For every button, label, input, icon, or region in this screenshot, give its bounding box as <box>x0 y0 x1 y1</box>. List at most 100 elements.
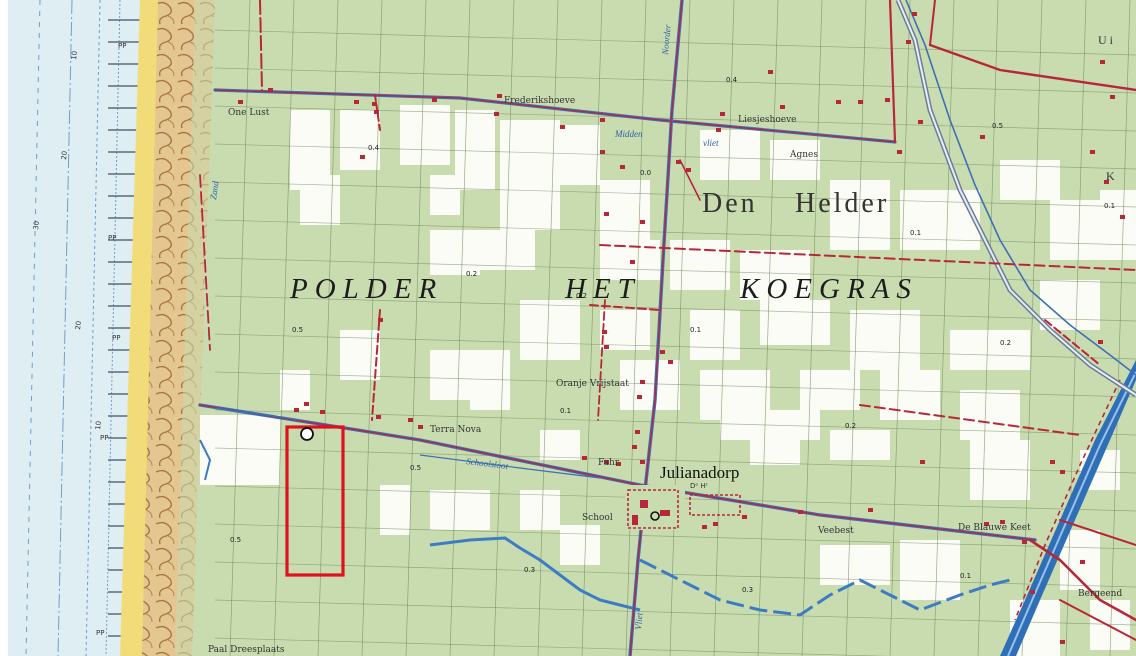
field-boundary <box>214 561 1136 588</box>
canals <box>199 439 1011 617</box>
building <box>1110 95 1115 99</box>
beach-post-label: PP <box>100 434 108 442</box>
elevation-label: 0.5 <box>292 326 303 334</box>
depth-contour <box>57 0 73 656</box>
polder-land <box>192 0 1136 656</box>
label-zand: Zand <box>208 180 221 200</box>
field-boundary <box>933 0 955 656</box>
field-white <box>760 300 830 345</box>
field-boundary <box>214 257 1136 284</box>
field-white <box>430 490 490 530</box>
sea-depth-label: 20 <box>74 320 83 330</box>
building <box>294 408 299 412</box>
field-boundary <box>214 295 1136 322</box>
field-white <box>900 190 980 250</box>
field-boundary <box>214 371 1136 398</box>
building <box>418 425 423 429</box>
field-boundary <box>713 0 735 656</box>
field-boundary <box>214 29 1136 56</box>
field-white <box>690 310 740 360</box>
field-boundary <box>214 599 1136 626</box>
depth-contour <box>85 0 101 656</box>
building <box>858 100 863 104</box>
field-boundary <box>214 143 1136 170</box>
building <box>918 120 923 124</box>
elevation-label: 0.5 <box>992 122 1003 130</box>
title-koegras: KOEGRAS <box>739 273 918 305</box>
building <box>702 525 707 529</box>
field-white <box>520 300 580 360</box>
building <box>912 12 917 16</box>
building <box>716 128 721 132</box>
buildings <box>238 12 1125 644</box>
building <box>582 456 587 460</box>
building <box>560 125 565 129</box>
field-boundary <box>214 105 1136 132</box>
label-julianadorp-sub: Dᵒ Hᵗ <box>690 482 708 490</box>
elevation-label: 0.1 <box>1104 202 1115 210</box>
field-boundary <box>669 0 691 656</box>
beach-post-label: PP <box>108 234 116 242</box>
building <box>868 508 873 512</box>
field-white <box>750 420 800 465</box>
map-labels: POLDER HET KOEGRAS Den Helder Julianador… <box>208 24 1122 655</box>
field-white <box>560 125 600 185</box>
field-white <box>200 415 280 485</box>
building <box>640 380 645 384</box>
highlighted-area[interactable] <box>285 425 345 577</box>
location-marker[interactable] <box>300 427 314 441</box>
road-dashed-2 <box>589 304 661 311</box>
elevation-label: 0.2 <box>845 422 856 430</box>
elevation-label: 0.1 <box>910 229 921 237</box>
elevation-label: 0.5 <box>410 464 421 472</box>
field-white <box>800 370 860 410</box>
label-noorder: Noorder <box>660 24 673 56</box>
building <box>376 415 381 419</box>
road-dashed-1 <box>599 244 1136 271</box>
label-edge-ui: Ui <box>1098 33 1116 47</box>
label-agnes: Agnes <box>789 150 818 160</box>
field-white <box>950 330 1030 370</box>
road-north-edge <box>214 89 896 143</box>
building <box>980 135 985 139</box>
field-white <box>600 310 650 350</box>
water-lines <box>214 407 601 479</box>
label-terra-nova: Terra Nova <box>430 425 482 435</box>
building <box>630 260 635 264</box>
road-noorder-vliet-edge <box>629 0 683 656</box>
building <box>640 460 645 464</box>
road-spur <box>679 159 701 201</box>
railway <box>895 0 1136 398</box>
building <box>713 522 718 526</box>
elevation-label: 0.1 <box>560 407 571 415</box>
elevation-label: 0.1 <box>960 572 971 580</box>
field-white <box>480 230 535 270</box>
field-boundary <box>214 637 892 656</box>
label-fahr: Fahr <box>598 458 620 468</box>
elevation-label: 0.2 <box>1000 339 1011 347</box>
building <box>354 100 359 104</box>
label-julianadorp: Julianadorp <box>660 463 739 482</box>
road-red-1 <box>888 0 897 144</box>
building <box>798 510 803 514</box>
julianadorp-settlement <box>625 485 741 530</box>
field-boundary <box>801 0 823 656</box>
field-white <box>340 110 380 170</box>
elevation-label: 0.4 <box>368 144 380 152</box>
field-boundary <box>977 0 999 656</box>
building <box>372 102 377 106</box>
field-white <box>960 390 1020 440</box>
building <box>640 220 645 224</box>
building <box>1100 60 1105 64</box>
field-boundary <box>361 0 383 656</box>
field-white <box>1040 280 1100 330</box>
building <box>1090 150 1095 154</box>
building <box>494 112 499 116</box>
title-polder: POLDER <box>289 273 443 305</box>
field-boundary <box>493 0 515 656</box>
building <box>836 100 841 104</box>
noordhollands-kanaal <box>1000 360 1136 656</box>
